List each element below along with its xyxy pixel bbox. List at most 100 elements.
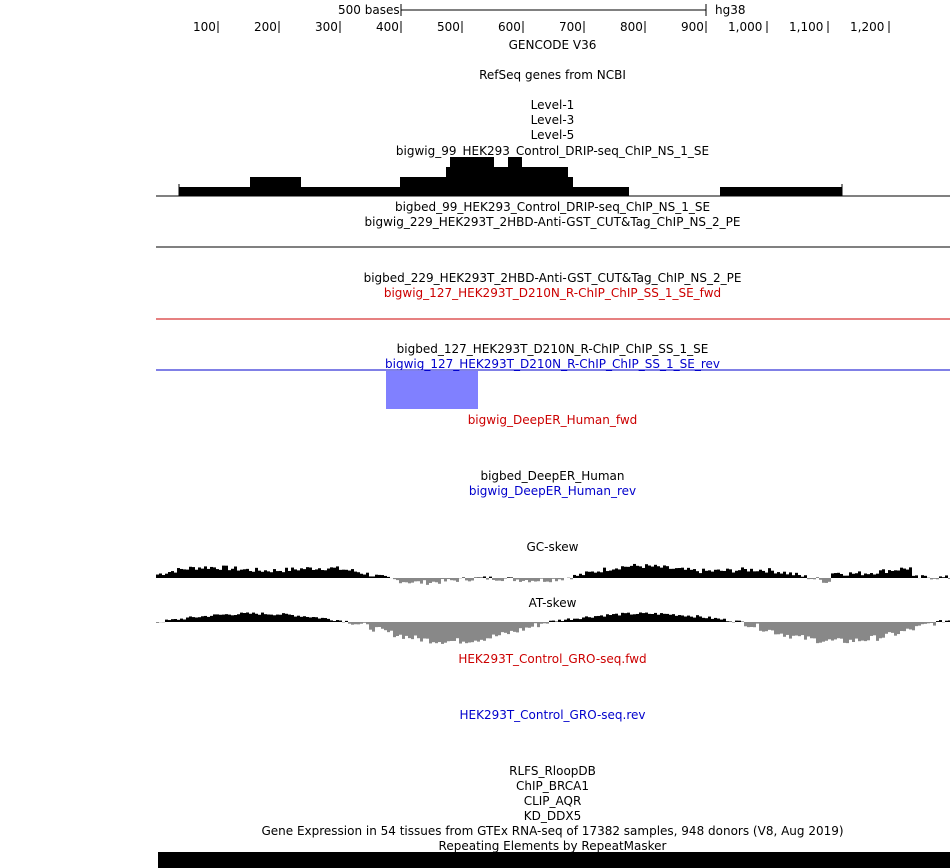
at-skew-bar-neg bbox=[930, 622, 933, 623]
at-skew-bar bbox=[663, 613, 666, 622]
at-skew-bar bbox=[288, 614, 291, 622]
track-label-bigwig127-fwd[interactable]: bigwig_127_HEK293T_D210N_R-ChIP_ChIP_SS_… bbox=[383, 286, 722, 300]
at-skew-bar-neg bbox=[834, 622, 837, 640]
at-skew-bar bbox=[708, 616, 711, 622]
assembly-label: hg38 bbox=[715, 3, 746, 17]
gc-skew-bar bbox=[477, 577, 480, 578]
gc-skew-bar-neg bbox=[465, 578, 468, 581]
track-label-level1[interactable]: Level-1 bbox=[530, 98, 575, 112]
at-skew-bar-neg bbox=[807, 622, 810, 637]
at-skew-bar-neg bbox=[426, 622, 429, 639]
track-label-gtex[interactable]: Gene Expression in 54 tissues from GTEx … bbox=[261, 824, 844, 838]
gc-skew-bar-neg bbox=[822, 578, 825, 583]
track-label-refseq[interactable]: RefSeq genes from NCBI bbox=[479, 68, 626, 82]
gc-skew-bar bbox=[378, 574, 381, 578]
at-skew-bar-neg bbox=[765, 622, 768, 632]
gc-skew-bar bbox=[909, 567, 912, 578]
at-skew-bar-neg bbox=[873, 622, 876, 636]
at-skew-bar-neg bbox=[786, 622, 789, 635]
gc-skew-bar-neg bbox=[420, 578, 423, 584]
gc-skew-bar bbox=[915, 575, 918, 578]
at-skew-bar-neg bbox=[843, 622, 846, 643]
track-label-gc-skew[interactable]: GC-skew bbox=[526, 540, 579, 554]
gc-skew-bar bbox=[678, 568, 681, 578]
gc-skew-bar bbox=[633, 563, 636, 578]
ruler-tick-label: 600 bbox=[498, 20, 521, 34]
track-label-rlfs[interactable]: RLFS_RloopDB bbox=[509, 764, 596, 778]
gc-skew-bar bbox=[483, 576, 486, 578]
at-skew-bar bbox=[684, 616, 687, 622]
gc-skew-bar bbox=[597, 571, 600, 578]
track-label-bigwig127-rev[interactable]: bigwig_127_HEK293T_D210N_R-ChIP_ChIP_SS_… bbox=[385, 357, 720, 371]
gc-skew-bar bbox=[339, 569, 342, 578]
gc-skew-bar bbox=[183, 569, 186, 578]
at-skew-bar bbox=[552, 620, 555, 622]
track-label-rmsk[interactable]: Repeating Elements by RepeatMasker bbox=[438, 839, 667, 853]
gc-skew-bar-neg bbox=[393, 578, 396, 580]
gc-skew-bar-neg bbox=[933, 578, 936, 579]
track-label-bigbed229[interactable]: bigbed_229_HEK293T_2HBD-Anti-GST_CUT&Tag… bbox=[363, 271, 742, 285]
track-label-bigbed127[interactable]: bigbed_127_HEK293T_D210N_R-ChIP_ChIP_SS_… bbox=[396, 342, 709, 356]
at-skew-bar-neg bbox=[363, 622, 366, 623]
at-skew-bar bbox=[594, 616, 597, 622]
at-skew-bar-neg bbox=[531, 622, 534, 627]
at-skew-bar-neg bbox=[870, 622, 873, 636]
track-label-level3[interactable]: Level-3 bbox=[530, 113, 575, 127]
at-skew-bar bbox=[279, 614, 282, 622]
track-label-aqr[interactable]: CLIP_AQR bbox=[523, 794, 582, 808]
gc-skew-bar bbox=[861, 575, 864, 578]
gc-skew-bar bbox=[507, 577, 510, 578]
gc-skew-bar bbox=[159, 573, 162, 578]
gc-skew-bar bbox=[318, 568, 321, 578]
track-label-bigbed99[interactable]: bigbed_99_HEK293_Control_DRIP-seq_ChIP_N… bbox=[394, 200, 711, 214]
drip-signal-bar bbox=[573, 187, 629, 196]
gc-skew-bar bbox=[345, 569, 348, 578]
at-skew-bar bbox=[297, 615, 300, 622]
at-skew-bar-neg bbox=[360, 622, 363, 624]
at-skew-bar-neg bbox=[900, 622, 903, 631]
track-label-bigwig229[interactable]: bigwig_229_HEK293T_2HBD-Anti-GST_CUT&Tag… bbox=[364, 215, 741, 229]
at-skew-bar bbox=[264, 614, 267, 622]
track-label-at-skew[interactable]: AT-skew bbox=[528, 596, 577, 610]
at-skew-bar-neg bbox=[537, 622, 540, 628]
track-label-gencode[interactable]: GENCODE V36 bbox=[508, 38, 597, 52]
at-skew-bar-neg bbox=[480, 622, 483, 640]
gc-skew-bar bbox=[612, 569, 615, 578]
track-label-brca1[interactable]: ChIP_BRCA1 bbox=[516, 779, 589, 793]
gc-skew-bar bbox=[357, 572, 360, 578]
at-skew-bar bbox=[204, 615, 207, 622]
track-label-ddx5[interactable]: KD_DDX5 bbox=[523, 809, 582, 823]
gc-skew-bar bbox=[804, 575, 807, 578]
track-label-bigwig99[interactable]: bigwig_99_HEK293_Control_DRIP-seq_ChIP_N… bbox=[395, 144, 710, 158]
gc-skew-bar bbox=[573, 574, 576, 578]
gc-skew-bar bbox=[654, 564, 657, 578]
track-label-gro-fwd[interactable]: HEK293T_Control_GRO-seq.fwd bbox=[458, 652, 647, 666]
gc-skew-bar-neg bbox=[411, 578, 414, 583]
gc-skew-bar bbox=[603, 567, 606, 578]
track-label-gro-rev[interactable]: HEK293T_Control_GRO-seq.rev bbox=[459, 708, 646, 722]
at-skew-bar bbox=[699, 616, 702, 622]
gc-skew-bar bbox=[777, 572, 780, 578]
ruler-tick-label: 800 bbox=[620, 20, 643, 34]
at-skew-bar bbox=[324, 618, 327, 622]
track-label-deeper-bed[interactable]: bigbed_DeepER_Human bbox=[480, 469, 625, 483]
at-skew-bar bbox=[207, 616, 210, 622]
gc-skew-bar bbox=[285, 567, 288, 578]
at-skew-bar bbox=[267, 614, 270, 622]
track-label-deeper-fwd[interactable]: bigwig_DeepER_Human_fwd bbox=[467, 413, 638, 427]
at-skew-bar-neg bbox=[378, 622, 381, 627]
track-label-level5[interactable]: Level-5 bbox=[530, 128, 575, 142]
gc-skew-bar bbox=[786, 574, 789, 578]
track-label-deeper-rev[interactable]: bigwig_DeepER_Human_rev bbox=[468, 484, 637, 498]
gc-skew-bar-neg bbox=[825, 578, 828, 583]
gc-skew-bar bbox=[693, 569, 696, 578]
gc-skew-bar-neg bbox=[450, 578, 453, 581]
at-skew-bar-neg bbox=[762, 622, 765, 632]
at-skew-bar bbox=[225, 614, 228, 622]
at-skew-bar-neg bbox=[495, 622, 498, 637]
gc-skew-bar bbox=[885, 573, 888, 578]
at-skew-bar-neg bbox=[471, 622, 474, 643]
gc-skew-bar bbox=[246, 568, 249, 578]
gc-skew-bar-neg bbox=[492, 578, 495, 580]
gc-skew-bar bbox=[681, 567, 684, 578]
